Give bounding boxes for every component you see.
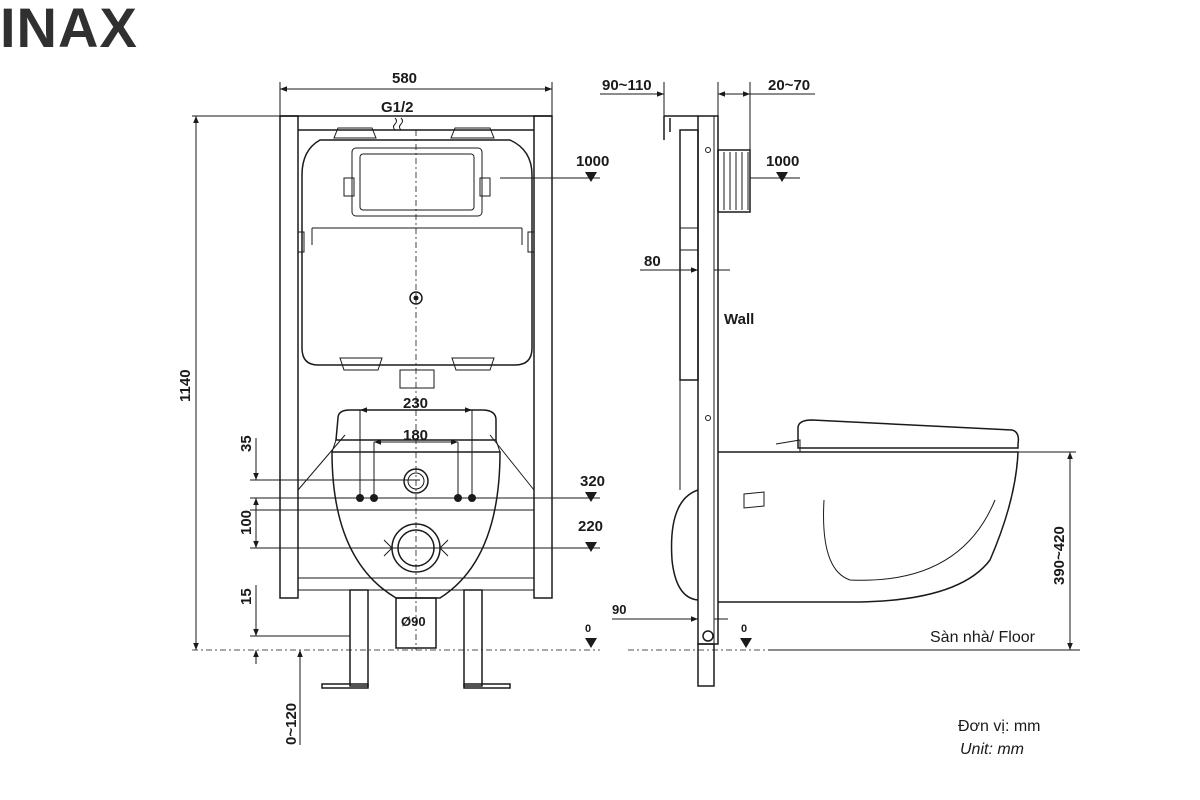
dim-35-label: 35 [238,435,255,452]
height-label: 1140 [177,369,194,402]
inlet-label: G1/2 [381,99,414,116]
adjust-label: 0~120 [283,703,300,745]
dim-90-label: 90 [612,602,626,617]
front-level-0: 0 [585,623,591,635]
span-230-label: 230 [403,395,428,412]
seat-height-label: 390~420 [1051,526,1068,585]
side-level-0: 0 [741,623,747,635]
dim-15-label: 15 [238,588,255,605]
depth-label: 90~110 [602,77,652,94]
width-label: 580 [392,70,417,87]
span-180-label: 180 [403,427,428,444]
brand-logo: INAX [0,0,138,59]
unit-vi: Đơn vị: mm [958,718,1041,735]
front-view: 580 G1/2 1140 [177,70,609,745]
front-level-220: 220 [578,518,603,535]
pipe-label: Ø90 [401,614,426,629]
offset-label: 20~70 [768,77,810,94]
side-level-1000: 1000 [766,153,799,170]
floor-label: Sàn nhà/ Floor [930,629,1036,646]
dim-80-label: 80 [644,253,661,270]
front-level-320: 320 [580,473,605,490]
unit-en: Unit: mm [960,741,1024,758]
wall-label: Wall [724,311,754,328]
side-view: 90~110 20~70 1000 80 Wall [600,77,1080,687]
dim-100-label: 100 [238,510,255,535]
front-level-1000: 1000 [576,153,609,170]
